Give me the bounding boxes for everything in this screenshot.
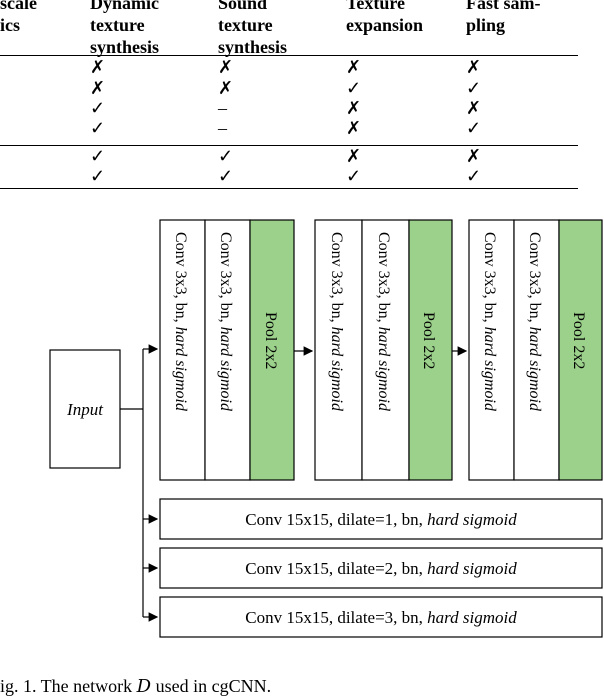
header-fast-sampling: Fast sam- pling [466, 0, 541, 35]
conv-block-3: Conv 3x3, bn, hard sigmoid Conv 3x3, bn,… [468, 219, 603, 481]
pool-label: Pool 2x2 [420, 312, 437, 369]
figure-caption: ig. 1. The network D used in cgCNN. [0, 676, 272, 697]
table-rule [0, 188, 578, 189]
conv-label: Conv 3x3, bn, hard sigmoid [172, 232, 189, 412]
pool-box [408, 219, 453, 481]
table-cell: ✓ [90, 146, 106, 166]
conv-label: Conv 3x3, bn, hard sigmoid [328, 232, 345, 412]
table-cell: – [218, 118, 227, 138]
header-texture-expansion: Texture expansion [346, 0, 424, 35]
pool-label: Pool 2x2 [262, 312, 279, 369]
table-cell: ✓ [466, 118, 482, 138]
conv-block-2: Conv 3x3, bn, hard sigmoid Conv 3x3, bn,… [314, 219, 453, 481]
table-cell: ✗ [346, 57, 362, 77]
table-cell: ✓ [466, 78, 482, 98]
dilated-conv-1: Conv 15x15, dilate=1, bn, hard sigmoid [159, 498, 603, 540]
table-cell: ✗ [346, 98, 362, 118]
table-cell: ✓ [466, 166, 482, 186]
table-cell: ✗ [466, 57, 482, 77]
conv-block-1: Conv 3x3, bn, hard sigmoid Conv 3x3, bn,… [159, 219, 295, 481]
table-cell: ✗ [346, 146, 362, 166]
table-cell: ✓ [218, 146, 234, 166]
table-cell: ✗ [218, 57, 234, 77]
pool-box [249, 219, 295, 481]
pool-box [558, 219, 603, 481]
conv-label: Conv 3x3, bn, hard sigmoid [526, 232, 543, 412]
header-dynamic-texture: Dynamic texture synthesis [90, 0, 160, 57]
dilated-conv-2: Conv 15x15, dilate=2, bn, hard sigmoid [159, 547, 603, 589]
table-cell: ✓ [346, 78, 362, 98]
header-col-1: scale ics [0, 0, 37, 35]
svg-text:Conv 15x15, dilate=2, bn, hard: Conv 15x15, dilate=2, bn, hard sigmoid [245, 559, 517, 578]
table-cell: ✗ [90, 57, 106, 77]
conv-label: Conv 3x3, bn, hard sigmoid [217, 232, 234, 412]
table-cell: ✗ [466, 146, 482, 166]
network-diagram: Input Conv 3x3, bn, hard sigmoid Conv 3x… [49, 219, 603, 638]
table-cell: ✗ [218, 78, 234, 98]
table-cell: ✗ [466, 98, 482, 118]
table-rule [0, 145, 578, 146]
table-cell: – [218, 98, 227, 118]
conv-label: Conv 3x3, bn, hard sigmoid [481, 232, 498, 412]
table-cell: ✓ [90, 98, 106, 118]
dilated-conv-3: Conv 15x15, dilate=3, bn, hard sigmoid [159, 596, 603, 638]
svg-text:Conv 15x15, dilate=3, bn, hard: Conv 15x15, dilate=3, bn, hard sigmoid [245, 608, 517, 627]
table-cell: ✓ [346, 166, 362, 186]
svg-text:Conv 15x15, dilate=1, bn, hard: Conv 15x15, dilate=1, bn, hard sigmoid [245, 510, 517, 529]
table-cell: ✓ [90, 118, 106, 138]
pool-label: Pool 2x2 [570, 312, 587, 369]
comparison-table: scale ics Dynamic texture synthesis Soun… [0, 0, 604, 190]
table-cell: ✓ [90, 166, 106, 186]
table-rule [0, 55, 578, 56]
input-label: Input [66, 400, 104, 419]
table-cell: ✗ [90, 78, 106, 98]
table-cell: ✗ [346, 118, 362, 138]
table-cell: ✓ [218, 166, 234, 186]
conv-label: Conv 3x3, bn, hard sigmoid [375, 232, 392, 412]
header-sound-texture: Sound texture synthesis [218, 0, 288, 57]
input-box [49, 349, 121, 469]
